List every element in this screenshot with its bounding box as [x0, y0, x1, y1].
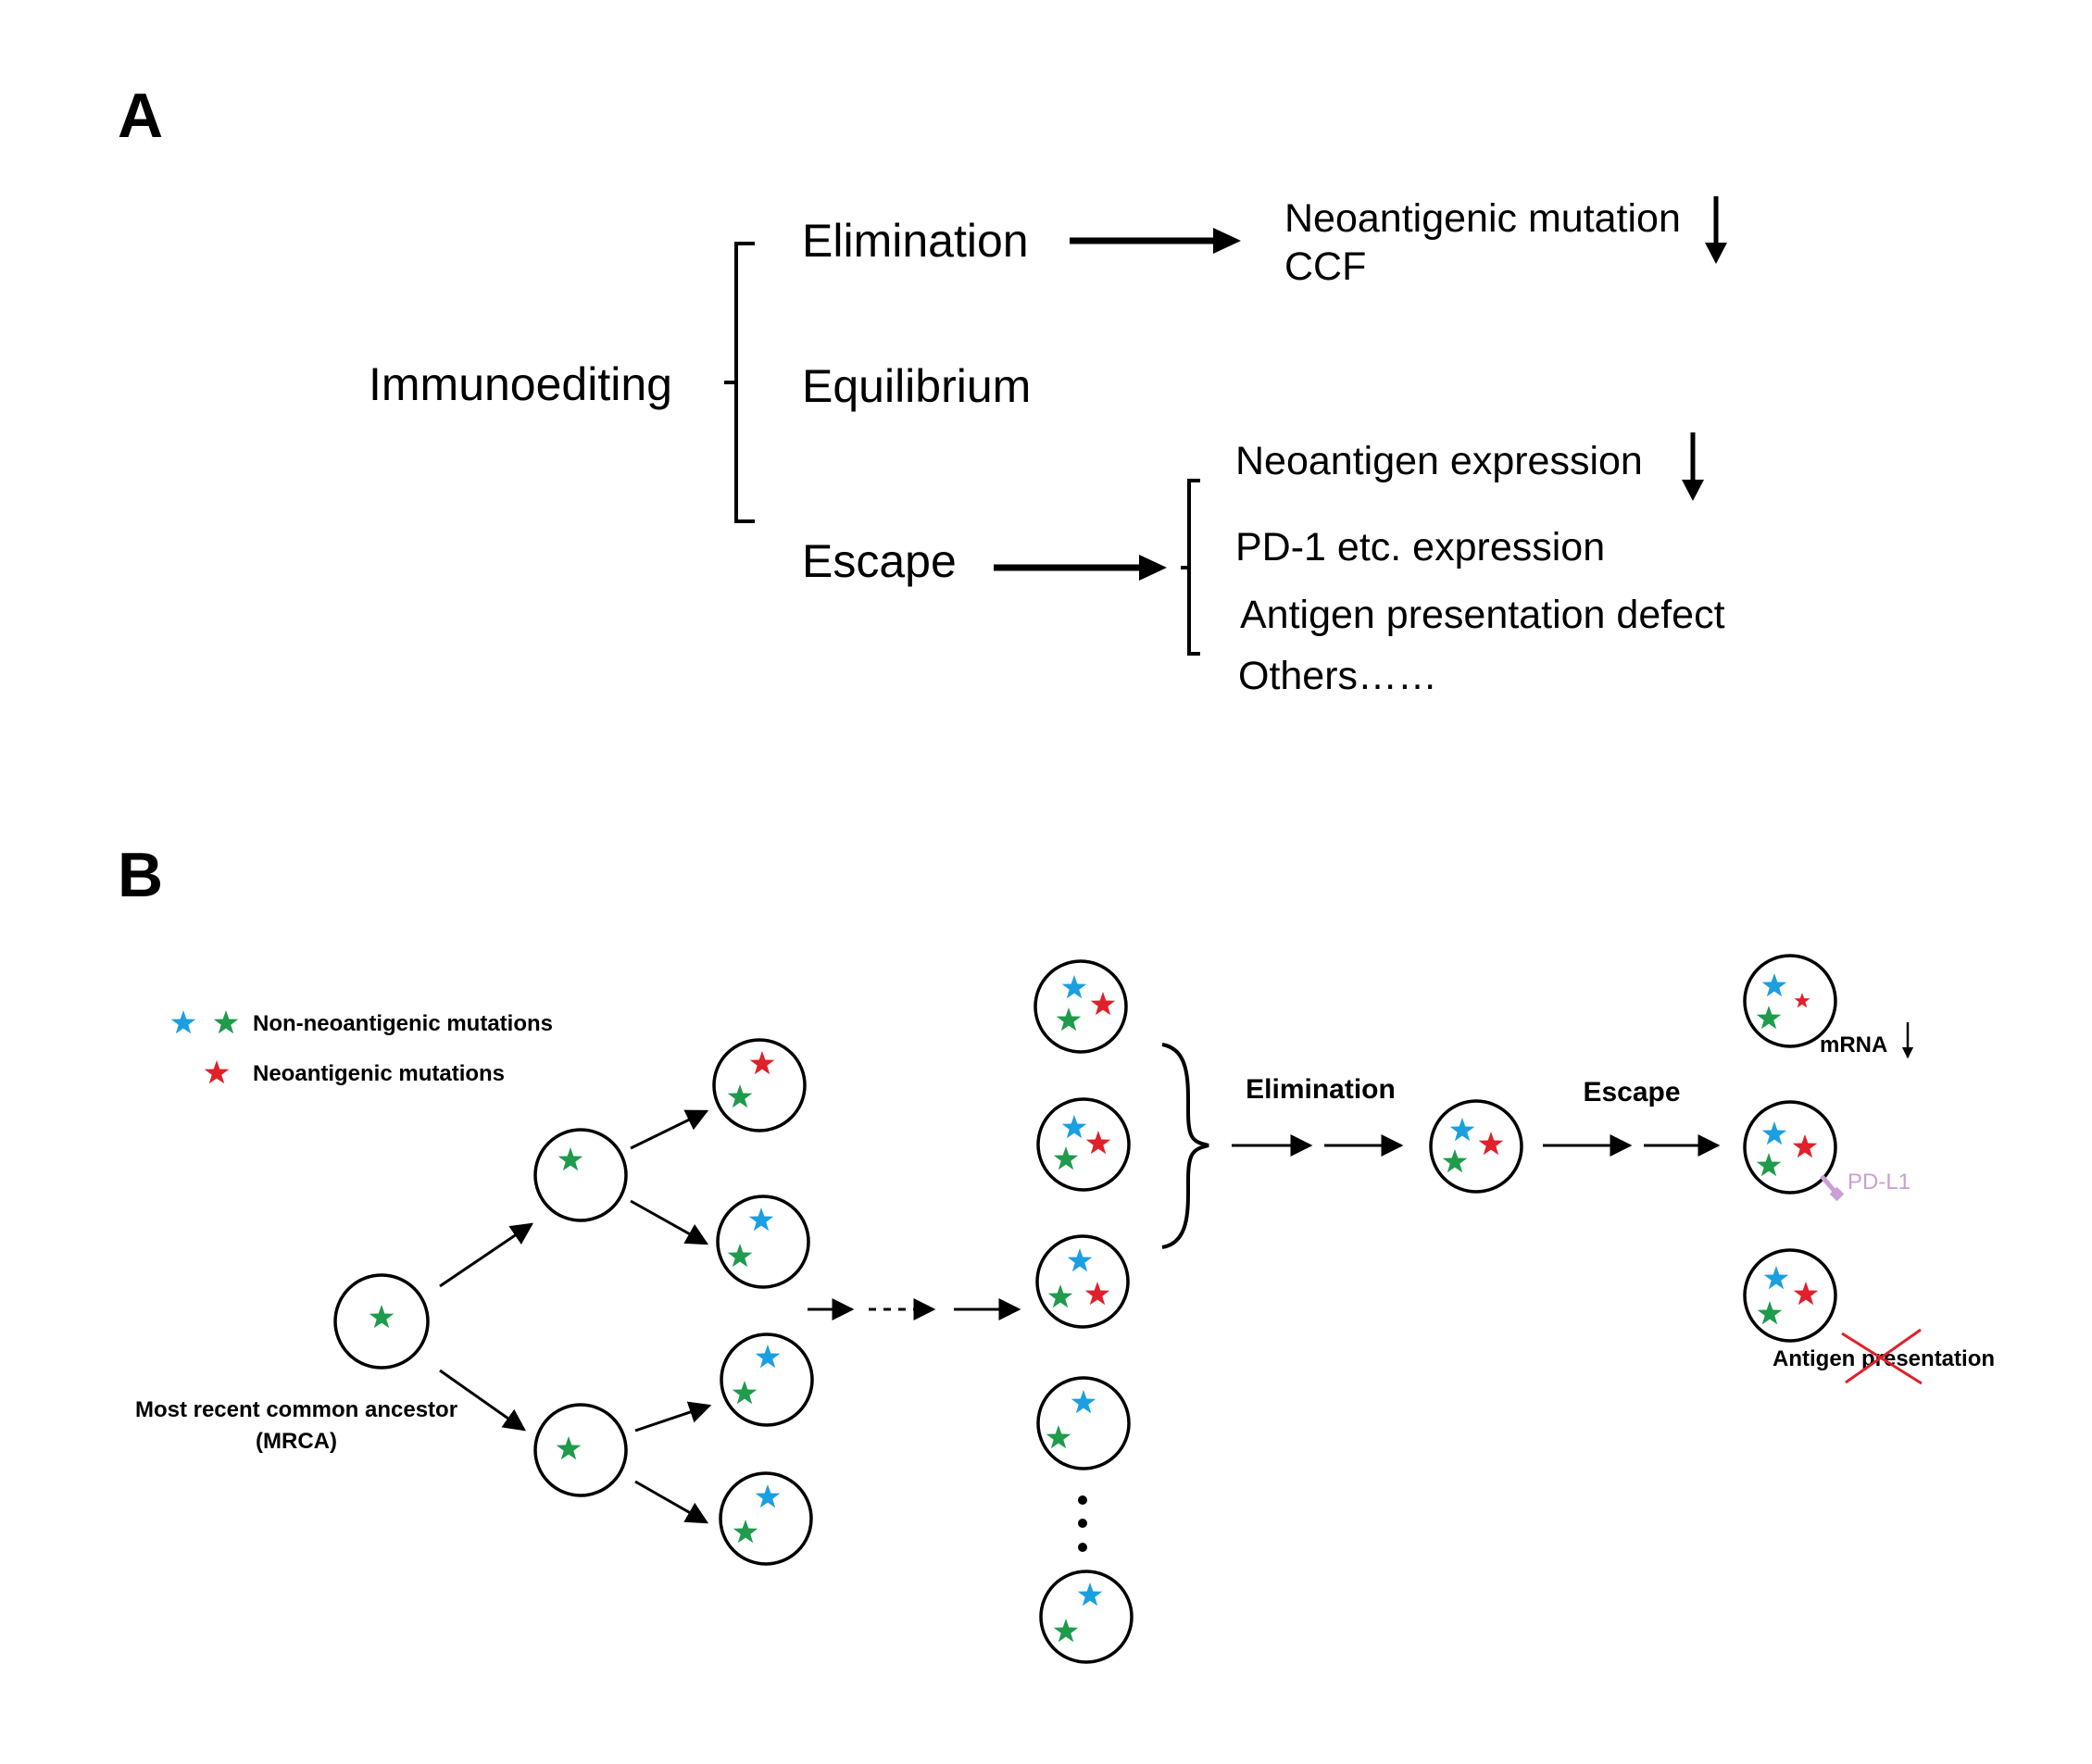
- gen3-cell: [716, 1195, 810, 1289]
- legend-red-star-icon: [204, 1060, 230, 1084]
- gen3-cell: [719, 1471, 813, 1566]
- red-mutation-icon: [749, 1051, 775, 1075]
- ellipsis-dot: [1078, 1543, 1087, 1552]
- blue-mutation-icon: [1449, 1118, 1475, 1142]
- ellipsis-dot: [1078, 1519, 1087, 1528]
- blue-mutation-icon: [1061, 975, 1087, 999]
- legend-green-star-icon: [213, 1010, 239, 1034]
- blue-mutation-icon: [1061, 1115, 1087, 1139]
- stages-bracket: [724, 242, 755, 523]
- escape-stage-label: Escape: [802, 535, 957, 587]
- decrease-arrow-escape-head: [1682, 480, 1704, 501]
- mrca-cell: [333, 1273, 430, 1370]
- antigen-presentation-defect-label: Antigen presentation defect: [1240, 593, 1725, 637]
- blue-mutation-icon: [1067, 1248, 1093, 1272]
- gen3-cell: [712, 1038, 807, 1132]
- cross-out-icon: [1845, 1328, 1922, 1384]
- legend-blue-star-icon: [170, 1010, 196, 1034]
- red-mutation-icon: [1090, 992, 1116, 1016]
- legend-neo-label: Neoantigenic mutations: [253, 1061, 505, 1086]
- subclone-cell: [1036, 1097, 1131, 1192]
- green-mutation-icon: [727, 1244, 753, 1268]
- red-mutation-icon: [1478, 1132, 1504, 1156]
- green-mutation-icon: [733, 1520, 758, 1544]
- blue-mutation-icon: [755, 1345, 781, 1369]
- branch-arrow: [630, 1109, 709, 1150]
- gen2-upper-cell: [533, 1128, 628, 1222]
- red-mutation-icon: [1792, 1134, 1818, 1158]
- post-elimination-cell: [1429, 1099, 1523, 1194]
- mrca-label: Most recent common ancestor: [135, 1397, 457, 1422]
- red-mutation-icon: [1085, 1131, 1111, 1155]
- pdl1-receptor-icon: [1829, 1186, 1845, 1202]
- equilibrium-stage-label: Equilibrium: [802, 360, 1031, 412]
- ccf-label: CCF: [1284, 244, 1366, 289]
- mrca-abbrev-label: (MRCA): [256, 1429, 337, 1454]
- ellipsis-dot: [1078, 1495, 1087, 1505]
- neoantigen-expression-label: Neoantigen expression: [1235, 439, 1643, 483]
- small-red-mutation-icon: [1794, 992, 1810, 1008]
- immunoediting-label: Immunoediting: [369, 358, 672, 410]
- blue-mutation-icon: [1761, 1121, 1787, 1145]
- elimination-arrow-head: [1213, 228, 1241, 254]
- panel-a-label: A: [118, 81, 163, 151]
- subclone-cell: [1033, 959, 1128, 1054]
- green-mutation-icon: [557, 1147, 583, 1171]
- escape-cell-pdl1: [1743, 1100, 1837, 1195]
- escape-arrow-head: [1139, 555, 1167, 581]
- gen3-cell: [720, 1332, 814, 1427]
- others-label: Others……: [1238, 654, 1437, 698]
- blue-mutation-icon: [1071, 1390, 1096, 1414]
- mrca-to-lower-arrow: [439, 1369, 526, 1432]
- green-mutation-icon: [369, 1305, 395, 1329]
- green-mutation-icon: [1053, 1146, 1079, 1170]
- escape-cell-antigen: [1743, 1248, 1837, 1343]
- pdl1-label: PD-L1: [1848, 1170, 1910, 1195]
- subclone-cell: [1036, 1376, 1131, 1470]
- curly-brace: [1161, 1043, 1209, 1249]
- escape-bracket: [1181, 479, 1200, 656]
- legend-non-neo-label: Non-neoantigenic mutations: [253, 1011, 553, 1036]
- mrna-label: mRNA: [1820, 1032, 1887, 1057]
- blue-mutation-icon: [755, 1484, 781, 1508]
- green-mutation-icon: [556, 1436, 582, 1460]
- blue-mutation-icon: [748, 1207, 774, 1232]
- blue-mutation-icon: [1077, 1583, 1103, 1607]
- green-mutation-icon: [1047, 1284, 1073, 1308]
- green-mutation-icon: [732, 1381, 758, 1405]
- elimination-stage-label-b: Elimination: [1246, 1074, 1396, 1105]
- red-mutation-icon: [1084, 1282, 1110, 1306]
- green-mutation-icon: [1442, 1149, 1468, 1173]
- decrease-arrow-elimination-head: [1705, 243, 1727, 264]
- pd1-expression-label: PD-1 etc. expression: [1235, 525, 1605, 569]
- green-mutation-icon: [1757, 1301, 1783, 1325]
- green-mutation-icon: [1053, 1619, 1079, 1643]
- blue-mutation-icon: [1761, 973, 1787, 997]
- branch-arrow: [634, 1401, 712, 1432]
- green-mutation-icon: [1046, 1425, 1071, 1449]
- mrca-to-upper-arrow: [439, 1222, 533, 1288]
- green-mutation-icon: [727, 1084, 753, 1108]
- escape-stage-label-b: Escape: [1583, 1077, 1680, 1107]
- escape-cell-mrna: [1743, 954, 1837, 1048]
- elimination-stage-label: Elimination: [802, 215, 1029, 267]
- green-mutation-icon: [1756, 1153, 1782, 1177]
- green-mutation-icon: [1056, 1007, 1082, 1032]
- branch-arrow: [634, 1480, 709, 1524]
- neoantigenic-mutation-label: Neoantigenic mutation: [1284, 196, 1681, 241]
- branch-arrow: [630, 1199, 709, 1245]
- green-mutation-icon: [1756, 1006, 1782, 1030]
- subclone-cell: [1039, 1570, 1134, 1664]
- gen2-lower-cell: [533, 1403, 628, 1497]
- subclone-cell: [1035, 1234, 1130, 1329]
- blue-mutation-icon: [1763, 1266, 1789, 1290]
- panel-b-label: B: [118, 840, 163, 910]
- red-mutation-icon: [1793, 1282, 1819, 1306]
